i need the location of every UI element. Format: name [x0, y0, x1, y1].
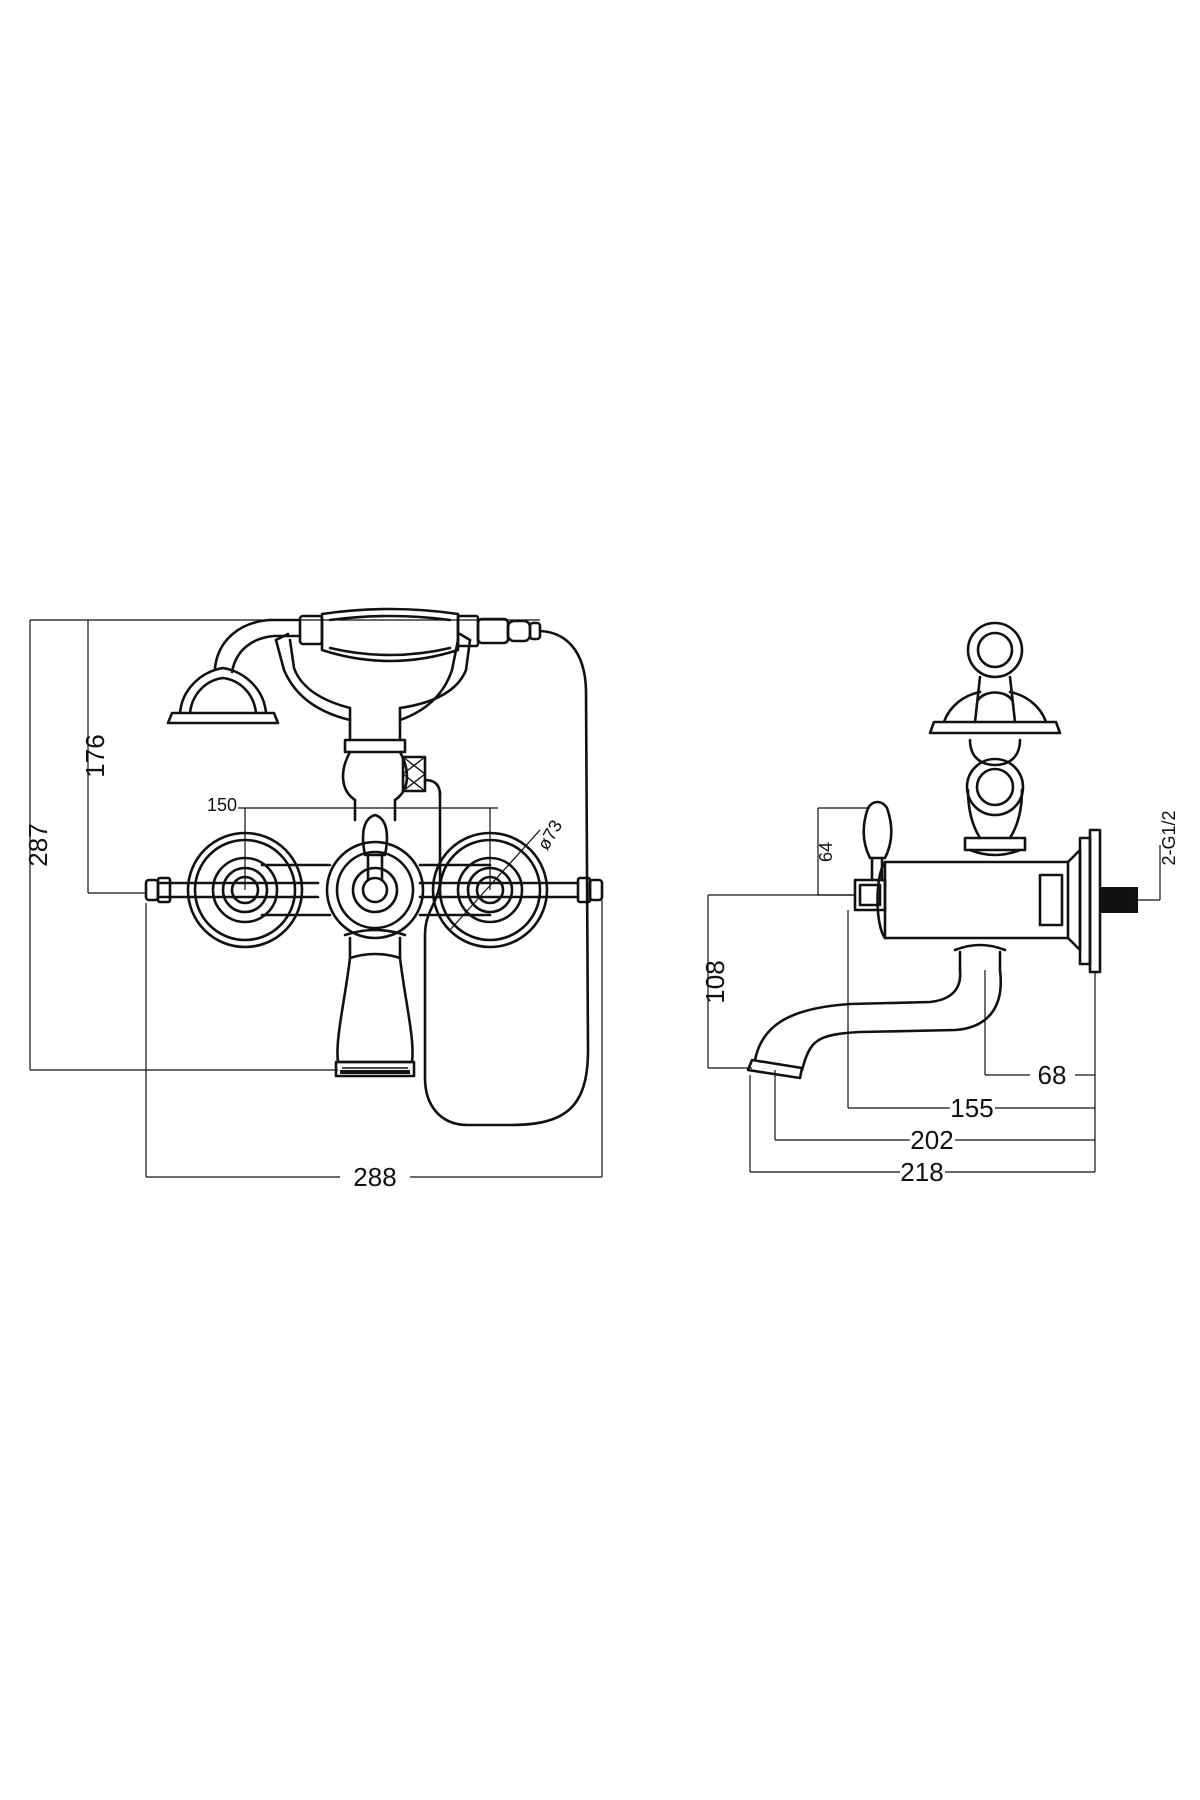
handshower-head [166, 618, 302, 725]
dim-spout-projection: 202 [910, 1125, 953, 1155]
dim-overall-width: 288 [353, 1162, 396, 1192]
dim-lever-projection: 155 [950, 1093, 993, 1123]
hose-connector [401, 755, 427, 793]
dim-handle-height: 176 [80, 734, 110, 777]
side-lever [853, 800, 893, 912]
dim-escutcheon-diameter: ø73 [533, 817, 566, 854]
top-ring [966, 621, 1024, 679]
handset [274, 607, 542, 802]
front-dimension-lines [29, 619, 603, 1178]
dim-center-distance: 150 [207, 795, 237, 815]
side-view [707, 621, 1161, 1173]
side-spout [746, 943, 1007, 1080]
cross-handles [144, 876, 604, 904]
side-dimension-lines [707, 807, 1161, 1173]
dim-spout-height: 108 [700, 960, 730, 1003]
side-shower-head [928, 675, 1062, 735]
center-valve [325, 813, 425, 940]
front-dimension-texts: 287 176 150 ø73 288 [23, 734, 566, 1192]
dim-body-depth: 68 [1038, 1060, 1067, 1090]
thread-connector [1100, 887, 1138, 913]
dim-thread: 2-G1/2 [1159, 810, 1179, 865]
dim-overall-height: 287 [23, 823, 53, 866]
side-dimension-texts: 64 108 2-G1/2 68 155 202 218 [700, 810, 1179, 1187]
center-column [353, 798, 397, 822]
front-view [29, 607, 604, 1178]
side-body [876, 828, 1102, 974]
front-spout [334, 928, 416, 1078]
side-collar [963, 836, 1027, 857]
dim-lever-height: 64 [816, 842, 836, 862]
dim-overall-depth: 218 [900, 1157, 943, 1187]
shower-hose [423, 629, 590, 1127]
lower-ring [965, 738, 1025, 840]
